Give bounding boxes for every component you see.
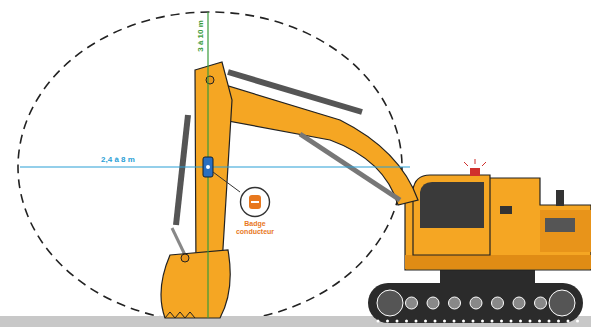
track-link xyxy=(567,320,570,323)
roller xyxy=(470,297,482,309)
roller xyxy=(535,297,547,309)
width-dimension xyxy=(20,166,410,167)
skirt xyxy=(405,255,591,269)
roller xyxy=(377,290,403,316)
track-link xyxy=(548,320,551,323)
house xyxy=(405,178,591,270)
counterweight xyxy=(540,210,591,252)
roller xyxy=(427,297,439,309)
cab xyxy=(413,175,490,255)
track-link xyxy=(453,320,456,323)
track-link xyxy=(538,320,541,323)
badge-symbol xyxy=(249,195,261,209)
bucket-cylinder xyxy=(176,115,188,225)
bucket-teeth xyxy=(165,312,195,318)
bucket xyxy=(161,250,230,318)
track-link xyxy=(443,320,446,323)
track-rollers xyxy=(377,290,580,323)
roller xyxy=(549,290,575,316)
track-link xyxy=(519,320,522,323)
track-link xyxy=(405,320,408,323)
track-link xyxy=(462,320,465,323)
track-link xyxy=(434,320,437,323)
stick-cylinder xyxy=(228,72,362,112)
roller xyxy=(513,297,525,309)
track-link xyxy=(472,320,475,323)
linkage xyxy=(172,228,185,255)
badge-callout: Badge conducteur xyxy=(227,186,283,235)
pin xyxy=(206,76,214,84)
track-link xyxy=(557,320,560,323)
track-link xyxy=(377,320,380,323)
vent xyxy=(500,206,512,214)
roller xyxy=(406,297,418,309)
beacon xyxy=(470,168,480,176)
track-link xyxy=(529,320,532,323)
track-link xyxy=(500,320,503,323)
leader-line xyxy=(213,172,240,192)
stick xyxy=(195,62,232,270)
track-link xyxy=(510,320,513,323)
callout-label: Badge conducteur xyxy=(227,220,283,235)
track-link xyxy=(424,320,427,323)
grille xyxy=(545,218,575,232)
track-link xyxy=(491,320,494,323)
badge-reader xyxy=(203,157,213,177)
badge-icon xyxy=(239,186,271,218)
pin xyxy=(181,254,189,262)
badge-slot xyxy=(251,201,259,203)
roller xyxy=(492,297,504,309)
track-link xyxy=(576,320,579,323)
exhaust xyxy=(556,190,564,206)
boom xyxy=(210,85,418,205)
track-link xyxy=(415,320,418,323)
dimension-label: 3 à 10 m xyxy=(196,20,205,52)
track-link xyxy=(396,320,399,323)
badge-dot xyxy=(206,165,210,169)
cab-window xyxy=(420,182,484,228)
dimension-label: 2,4 à 8 m xyxy=(101,155,135,164)
track xyxy=(368,283,583,323)
track-link xyxy=(481,320,484,323)
track-link xyxy=(386,320,389,323)
track-frame xyxy=(440,270,535,284)
callout-circle xyxy=(241,188,270,217)
roller xyxy=(449,297,461,309)
beacon-rays xyxy=(464,159,486,166)
